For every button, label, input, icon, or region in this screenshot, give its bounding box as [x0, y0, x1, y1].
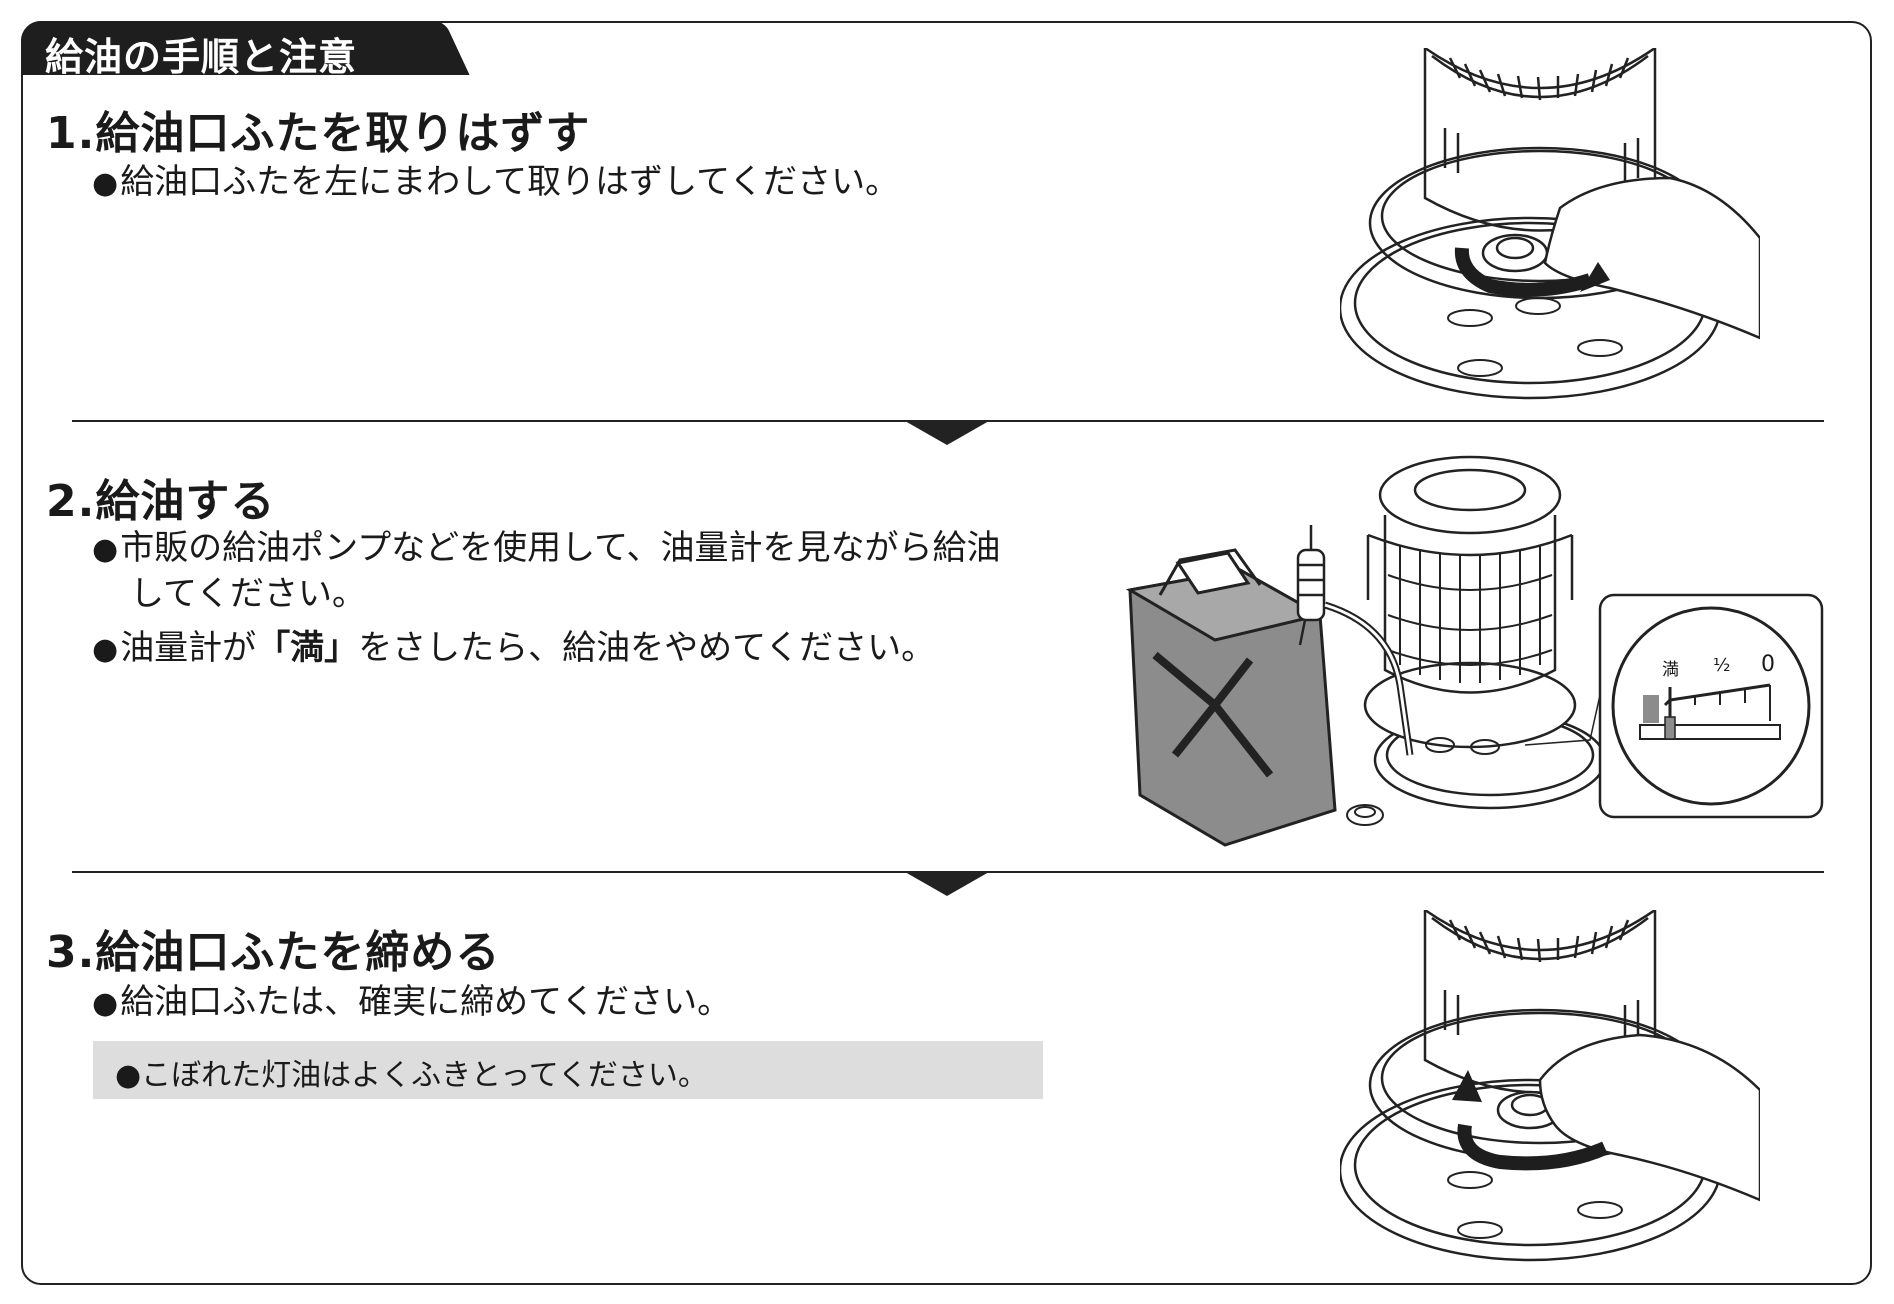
section-heading-tab: 給油の手順と注意 [21, 21, 431, 79]
step-2-bullet-2-pre: 油量計が [120, 628, 257, 668]
step-2-bullet-2: ●油量計が「満」をさしたら、給油をやめてください。 [92, 626, 935, 672]
step-3-title: 3.給油口ふたを締める [46, 927, 501, 978]
step-2-bullet-1-text: 市販の給油ポンプなどを使用して、油量計を見ながら給油 [120, 528, 1001, 568]
caution-note: ●こぼれた灯油はよくふきとってください。 [93, 1041, 1043, 1099]
fuel-gauge-callout [1598, 593, 1824, 819]
step-1-bullet-1-text: 給油口ふたを左にまわして取りはずしてください。 [120, 162, 900, 202]
step-2-bullet-1-continuation: してください。 [130, 574, 366, 614]
page-frame [21, 21, 1872, 1285]
step-3-bullet-1-text: 給油口ふたは、確実に締めてください。 [120, 982, 732, 1022]
step-1-illustration-remove-cap [1340, 48, 1760, 400]
step-1-bullet-1: ●給油口ふたを左にまわして取りはずしてください。 [92, 160, 899, 206]
step-2-full-mark: 「満」 [256, 628, 359, 668]
step-2-bullet-1: ●市販の給油ポンプなどを使用して、油量計を見ながら給油 してください。 [92, 526, 1000, 616]
step-1-title: 1.給油口ふたを取りはずす [46, 108, 591, 159]
step-3-bullet-1: ●給油口ふたは、確実に締めてください。 [92, 980, 731, 1026]
step-2-illustration-refuel [1125, 455, 1824, 847]
bullet-dot: ● [92, 986, 119, 1021]
gauge-empty-label: 0 [1761, 652, 1775, 677]
step-2-bullet-2-post: をさしたら、給油をやめてください。 [358, 628, 936, 668]
step-2-title: 2.給油する [46, 476, 276, 527]
gauge-full-label: 満 [1662, 660, 1679, 680]
flow-arrow-1 [905, 421, 989, 445]
bullet-dot: ● [92, 632, 119, 667]
section-title: 給油の手順と注意 [45, 35, 358, 79]
caution-note-text: ●こぼれた灯油はよくふきとってください。 [115, 1058, 708, 1093]
bullet-dot: ● [92, 166, 119, 201]
gauge-half-label: ½ [1713, 655, 1731, 676]
flow-arrow-2 [905, 872, 989, 896]
bullet-dot: ● [92, 532, 119, 567]
step-3-illustration-tighten-cap [1340, 910, 1760, 1262]
